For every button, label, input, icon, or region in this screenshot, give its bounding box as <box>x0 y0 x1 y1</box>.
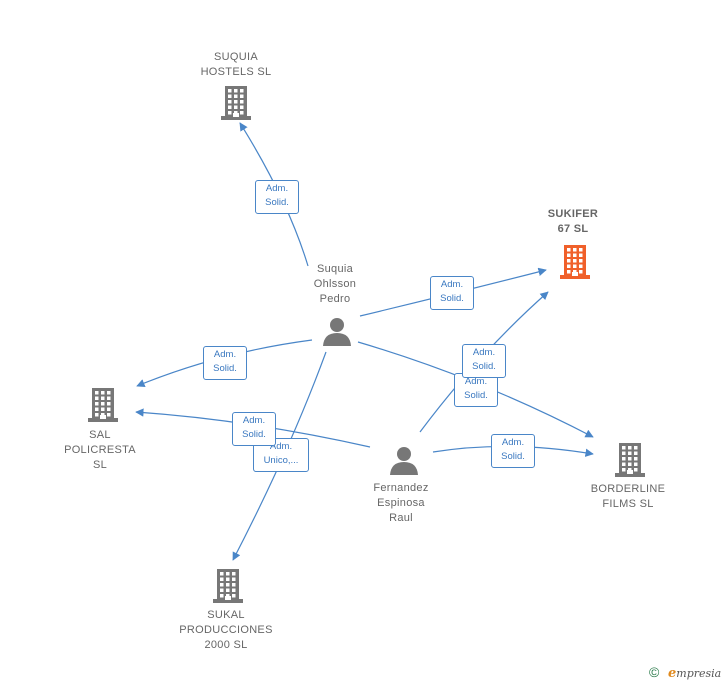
node-label-sukal[interactable]: SUKAL PRODUCCIONES 2000 SL <box>179 609 273 651</box>
building-icon[interactable] <box>88 387 118 428</box>
building-icon[interactable] <box>560 244 590 285</box>
edge-label[interactable]: Adm. Solid. <box>430 276 474 310</box>
brand-logo[interactable]: empresia <box>668 666 721 681</box>
node-label-sal-policresta[interactable]: SAL POLICRESTA SL <box>64 429 136 471</box>
edge-label[interactable]: Adm. Solid. <box>203 346 247 380</box>
person-icon[interactable] <box>322 316 352 351</box>
node-label-sukifer[interactable]: SUKIFER 67 SL <box>547 208 599 235</box>
building-icon[interactable] <box>213 568 243 609</box>
node-label-fernandez-raul[interactable]: Fernandez Espinosa Raul <box>373 482 429 524</box>
edge-label[interactable]: Adm. Solid. <box>232 412 276 446</box>
edge-label[interactable]: Adm. Solid. <box>255 180 299 214</box>
edge-label[interactable]: Adm. Solid. <box>462 344 506 378</box>
brand-initial: e <box>668 666 677 681</box>
person-icon[interactable] <box>389 445 419 480</box>
node-label-suquia-pedro[interactable]: Suquia Ohlsson Pedro <box>313 263 357 305</box>
building-icon[interactable] <box>615 442 645 483</box>
brand-name: mpresia <box>676 667 722 680</box>
edge-label[interactable]: Adm. Solid. <box>454 373 498 407</box>
building-icon[interactable] <box>221 85 251 126</box>
copyright-icon: © <box>649 664 660 680</box>
node-label-borderline[interactable]: BORDERLINE FILMS SL <box>590 483 666 510</box>
node-label-suquia-hostels[interactable]: SUQUIA HOSTELS SL <box>200 51 272 78</box>
edge-label[interactable]: Adm. Solid. <box>491 434 535 468</box>
